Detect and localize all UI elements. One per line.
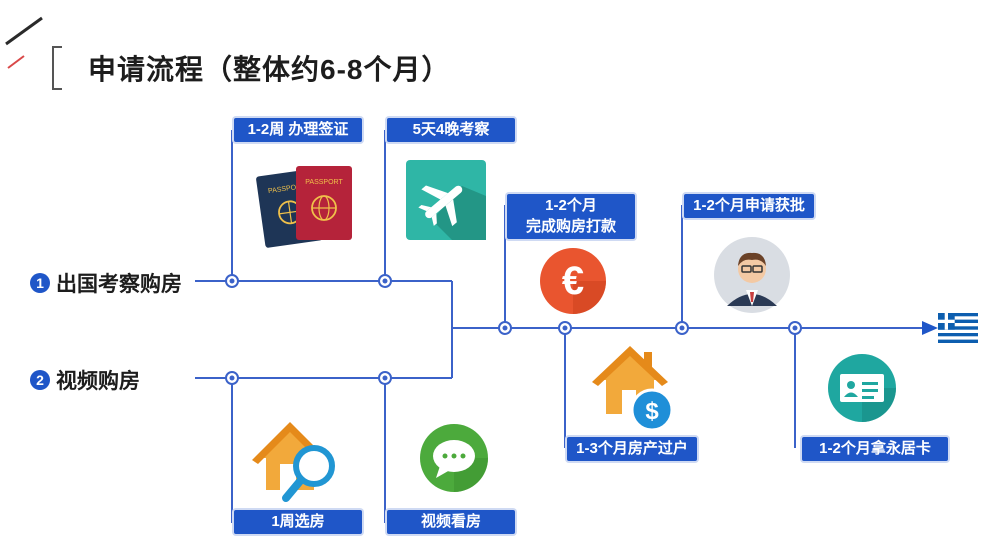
route-1-label: 出国考察购房 [56,273,182,296]
tag-payment-line2: 完成购房打款 [525,218,616,235]
greece-flag-icon [938,313,978,343]
tag-visa: 1-2周 办理签证 [234,118,362,142]
route-1: 1 出国考察购房 [30,268,182,298]
title-bracket [52,46,62,90]
route-2: 2 视频购房 [30,365,140,395]
tag-payment-line1: 1-2个月 [545,197,597,214]
svg-text:PASSPORT: PASSPORT [305,179,343,186]
euro-icon: € [540,248,606,314]
house-search-icon [252,422,335,502]
svg-text:$: $ [645,398,659,425]
route-2-label: 视频购房 [56,370,140,393]
route-2-badge: 2 [30,370,50,390]
passport-icon: PASSPORT PASSPORT [256,166,352,248]
house-dollar-icon: $ [592,346,674,432]
id-card-icon [828,354,896,422]
tag-residence-card: 1-2个月拿永居卡 [802,437,948,461]
tag-select-house: 1周选房 [234,510,362,534]
route-1-badge: 1 [30,273,50,293]
chat-bubble-icon [420,424,488,492]
header-decoration [5,16,43,69]
tag-payment: 1-2个月 完成购房打款 [507,194,635,239]
tag-approval: 1-2个月申请获批 [684,194,814,218]
page-title: 申请流程（整体约6-8个月） [88,54,451,85]
official-avatar-icon [714,237,790,313]
tag-video-view: 视频看房 [387,510,515,534]
svg-text:€: € [562,259,584,303]
plane-icon [406,160,486,240]
tag-transfer: 1-3个月房产过户 [567,437,697,461]
flow-arrowhead [922,321,938,335]
tag-inspection: 5天4晚考察 [387,118,515,142]
